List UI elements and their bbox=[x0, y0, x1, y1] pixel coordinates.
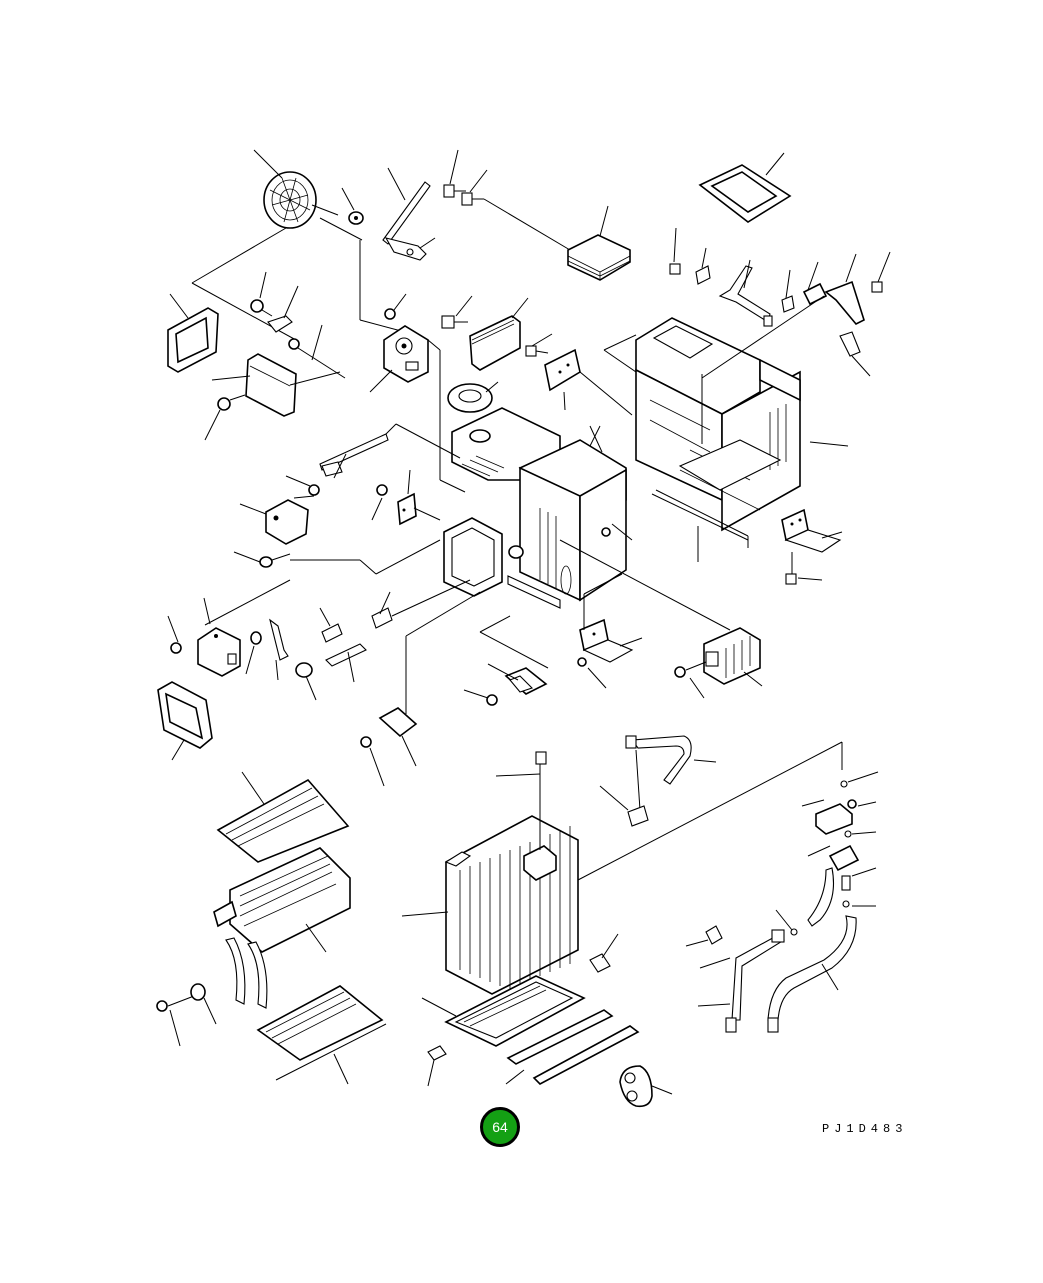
gasket-square-left bbox=[167, 293, 219, 373]
filter-panel-bottom bbox=[256, 985, 387, 1085]
filter-panel-lower bbox=[216, 771, 350, 863]
evaporator-case bbox=[603, 317, 849, 562]
drawing-code: PJ1D483 bbox=[822, 1122, 908, 1136]
evaporator-case-hardware bbox=[669, 227, 891, 444]
tube-sensor bbox=[599, 735, 717, 827]
washer-bolts-top bbox=[341, 149, 571, 251]
clips-mid bbox=[360, 591, 549, 787]
blower-fan-assembly bbox=[191, 149, 406, 341]
ring-seal bbox=[447, 381, 499, 413]
bolt-lower-left bbox=[156, 983, 217, 1047]
link-rod-center bbox=[319, 423, 461, 479]
expansion-valve bbox=[775, 771, 879, 936]
small-link-parts bbox=[250, 271, 346, 379]
filter-stack bbox=[567, 205, 631, 281]
bracket-right bbox=[781, 508, 843, 585]
gasket-square-top-right bbox=[698, 152, 792, 223]
resistor bbox=[559, 539, 763, 699]
heater-unit-case bbox=[443, 407, 633, 609]
gasket-square-lower-left bbox=[157, 681, 213, 761]
filter-panel-left bbox=[204, 353, 341, 441]
bracket-small-center bbox=[525, 333, 633, 416]
actuator-motor-low bbox=[167, 579, 471, 701]
heater-core bbox=[213, 847, 351, 1009]
page-number-badge[interactable]: 64 bbox=[480, 1107, 520, 1147]
drain-tray bbox=[421, 933, 619, 1087]
evaporator-core bbox=[401, 741, 843, 995]
actuator-motor-top bbox=[369, 293, 466, 493]
refrigerant-pipes bbox=[685, 915, 857, 1033]
bracket-center-left bbox=[290, 469, 441, 575]
actuator-motor-mid bbox=[204, 475, 320, 626]
bolt-and-plate bbox=[441, 295, 529, 371]
bracket-center-low bbox=[577, 573, 643, 689]
link-rod bbox=[382, 167, 436, 261]
grommet bbox=[619, 1065, 673, 1108]
seal-strips bbox=[505, 1009, 640, 1085]
page-number: 64 bbox=[492, 1119, 508, 1135]
